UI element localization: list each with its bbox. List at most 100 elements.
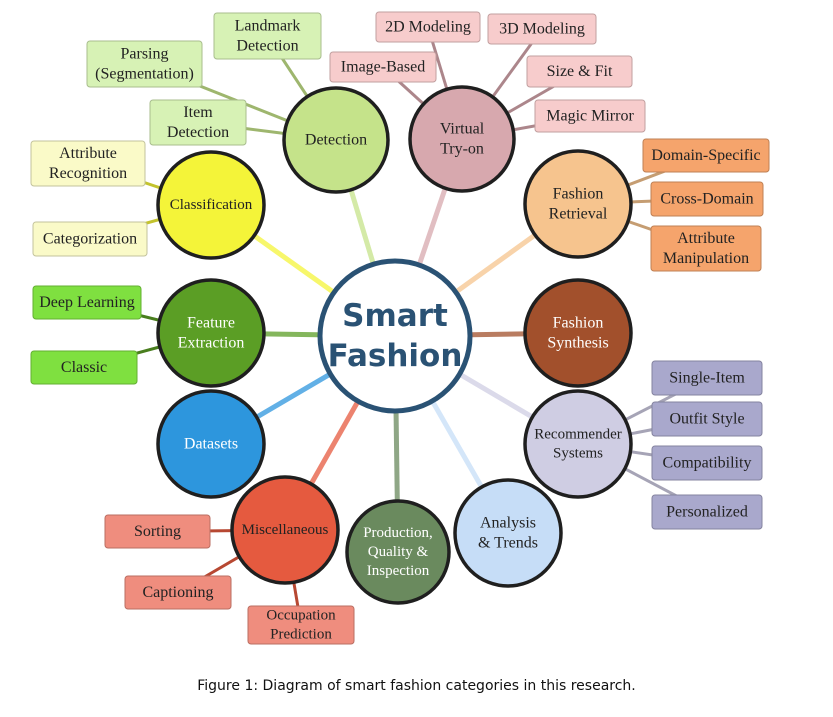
box-size-fit-label-line1: Size & Fit (547, 63, 613, 80)
box-categorization-rect (32, 221, 148, 257)
box-attribute-recognition-rect (30, 140, 146, 187)
box-sorting-label-line1: Sorting (134, 523, 181, 540)
box-cross-domain-rect (650, 181, 764, 217)
box-single-item: Single-Item (651, 360, 763, 396)
box-captioning-label-line1: Captioning (142, 584, 213, 601)
node-classification-label-line1: Classification (170, 197, 253, 213)
box-classic-rect (30, 350, 138, 385)
node-fashion-retrieval-label-line1: Fashion (553, 185, 604, 202)
nodes: DetectionVirtualTry-onFashionRetrievalFa… (156, 85, 633, 605)
box-sorting-rect (104, 514, 211, 549)
node-virtual-tryon-circle (408, 85, 516, 193)
box-categorization: Categorization (32, 221, 148, 257)
box-3d-modeling-label-line1: 3D Modeling (499, 21, 585, 38)
node-fashion-synthesis-label-line1: Fashion (553, 314, 604, 331)
box-domain-specific: Domain-Specific (642, 138, 770, 173)
box-attribute-manipulation-label-line1: Attribute (677, 230, 735, 247)
box-personalized-rect (651, 494, 763, 530)
box-compatibility: Compatibility (651, 445, 763, 481)
box-2d-modeling: 2D Modeling (375, 11, 481, 43)
node-feature-extraction-label-line2: Extraction (178, 335, 245, 352)
node-virtual-tryon-label-line1: Virtual (440, 120, 485, 137)
box-parsing-label-line1: Parsing (121, 45, 169, 62)
box-cross-domain-label-line1: Cross-Domain (660, 191, 753, 208)
box-size-fit: Size & Fit (526, 55, 633, 88)
box-outfit-style: Outfit Style (651, 401, 763, 437)
box-size-fit-rect (526, 55, 633, 88)
node-datasets-label-line1: Datasets (184, 436, 238, 453)
box-2d-modeling-label-line1: 2D Modeling (385, 19, 471, 36)
box-3d-modeling-rect (487, 13, 597, 45)
node-detection-label-line1: Detection (305, 132, 367, 149)
node-recommender-systems-label-line2: Systems (553, 446, 603, 462)
node-analysis-trends: Analysis& Trends (453, 478, 563, 588)
node-production-quality-circle (345, 499, 451, 605)
node-production-quality-label-line3: Inspection (367, 563, 430, 579)
node-production-quality-label-line2: Quality & (368, 544, 429, 560)
box-occupation-prediction-label-line2: Prediction (270, 627, 332, 643)
box-domain-specific-rect (642, 138, 770, 173)
box-sorting: Sorting (104, 514, 211, 549)
box-outfit-style-label-line1: Outfit Style (669, 411, 744, 428)
box-single-item-label-line1: Single-Item (669, 370, 745, 387)
center-title-line2: Fashion (328, 338, 463, 374)
box-item-detection-label-line1: Item (183, 104, 213, 121)
node-fashion-synthesis-circle (523, 278, 633, 388)
box-attribute-manipulation-rect (650, 225, 762, 272)
box-image-based-rect (329, 51, 437, 83)
box-landmark-detection-label-line1: Landmark (235, 17, 301, 34)
figure-caption: Figure 1: Diagram of smart fashion categ… (197, 678, 636, 694)
box-personalized-label-line1: Personalized (666, 504, 748, 521)
box-deep-learning: Deep Learning (32, 285, 142, 320)
node-classification: Classification (156, 150, 266, 260)
node-detection: Detection (282, 86, 390, 194)
node-fashion-retrieval-label-line2: Retrieval (549, 206, 608, 223)
node-recommender-systems-label-line1: Recommender (534, 426, 621, 442)
box-captioning: Captioning (124, 575, 232, 610)
box-classic-label-line1: Classic (61, 359, 107, 376)
box-landmark-detection-label-line2: Detection (236, 38, 298, 55)
node-analysis-trends-circle (453, 478, 563, 588)
box-3d-modeling: 3D Modeling (487, 13, 597, 45)
node-analysis-trends-label-line1: Analysis (480, 514, 536, 531)
box-personalized: Personalized (651, 494, 763, 530)
box-parsing-label-line2: (Segmentation) (95, 66, 194, 83)
node-fashion-synthesis-label-line2: Synthesis (547, 335, 608, 352)
box-attribute-recognition-label-line2: Recognition (49, 165, 127, 182)
node-datasets: Datasets (156, 389, 266, 499)
box-cross-domain: Cross-Domain (650, 181, 764, 217)
box-classic: Classic (30, 350, 138, 385)
box-occupation-prediction-label-line1: Occupation (266, 607, 336, 623)
node-feature-extraction-label-line1: Feature (187, 314, 235, 331)
box-magic-mirror: Magic Mirror (534, 99, 646, 133)
box-occupation-prediction-rect (247, 605, 355, 645)
node-feature-extraction-circle (156, 278, 266, 388)
boxes: LandmarkDetectionParsing(Segmentation)It… (30, 11, 770, 645)
node-production-quality-label-line1: Production, (363, 525, 433, 541)
node-production-quality: Production, Quality & Inspection (345, 499, 451, 605)
node-miscellaneous: Miscellaneous (230, 475, 340, 585)
node-fashion-retrieval-circle (523, 149, 633, 259)
node-datasets-circle (156, 389, 266, 499)
node-virtual-tryon-label-line2: Try-on (440, 141, 484, 158)
center-circle (317, 258, 473, 414)
box-domain-specific-label-line1: Domain-Specific (651, 147, 760, 164)
box-captioning-rect (124, 575, 232, 610)
box-2d-modeling-rect (375, 11, 481, 43)
box-attribute-manipulation-label-line2: Manipulation (663, 250, 749, 267)
box-image-based: Image-Based (329, 51, 437, 83)
node-recommender-systems-circle (523, 389, 633, 499)
box-compatibility-label-line1: Compatibility (663, 455, 752, 472)
box-item-detection-rect (149, 99, 247, 146)
node-detection-circle (282, 86, 390, 194)
box-outfit-style-rect (651, 401, 763, 437)
